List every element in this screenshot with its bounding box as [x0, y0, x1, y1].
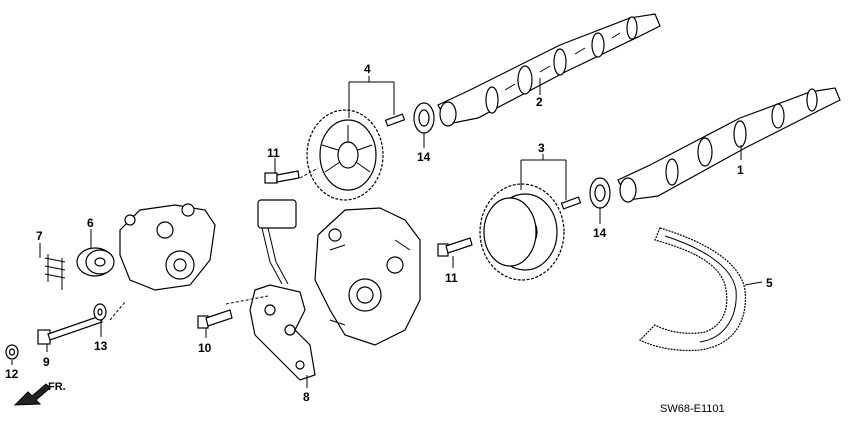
- oil-seal-lower: [589, 177, 611, 209]
- sensor-harness: [257, 199, 297, 285]
- connection-lines: [109, 167, 319, 321]
- callout-14-upper: 14: [417, 150, 431, 164]
- oil-seal-upper: [413, 102, 435, 134]
- callout-5: 5: [766, 276, 773, 290]
- callout-2: 2: [536, 95, 543, 109]
- bolt-10: [197, 309, 233, 329]
- camshaft-lower: [617, 87, 841, 203]
- direction-arrow-icon: [13, 383, 51, 406]
- callout-13: 13: [94, 339, 108, 353]
- callout-3: 3: [538, 141, 545, 155]
- callout-9: 9: [43, 355, 50, 369]
- cam-pulley-upper: [306, 109, 406, 201]
- callout-1: 1: [737, 163, 744, 177]
- camshaft-upper: [437, 13, 661, 127]
- cam-pulley-lower: [479, 183, 582, 281]
- tensioner-spring: [44, 254, 66, 290]
- callout-6: 6: [87, 216, 94, 230]
- nut-12: [5, 344, 19, 360]
- washer-13: [93, 303, 107, 321]
- tensioner-pulley: [76, 247, 115, 277]
- diagram-code: SW68-E1101: [660, 403, 725, 415]
- left-engine-section: [119, 203, 216, 291]
- bolt-9: [37, 315, 103, 345]
- engine-block: [314, 207, 421, 346]
- timing-belt: [639, 227, 747, 352]
- callout-10: 10: [198, 341, 212, 355]
- bolt-11-lower: [437, 237, 473, 257]
- callout-11-lower: 11: [445, 271, 458, 285]
- callout-8: 8: [303, 390, 310, 404]
- callout-7: 7: [36, 229, 43, 243]
- callout-11-upper: 11: [267, 146, 280, 160]
- back-cover-bracket: [249, 284, 316, 381]
- callout-14-lower: 14: [593, 226, 607, 240]
- leader-lines: [11, 76, 763, 388]
- callout-12: 12: [5, 367, 19, 381]
- bolt-11-upper: [264, 170, 300, 184]
- callout-4: 4: [364, 62, 371, 76]
- direction-label: FR.: [48, 381, 66, 393]
